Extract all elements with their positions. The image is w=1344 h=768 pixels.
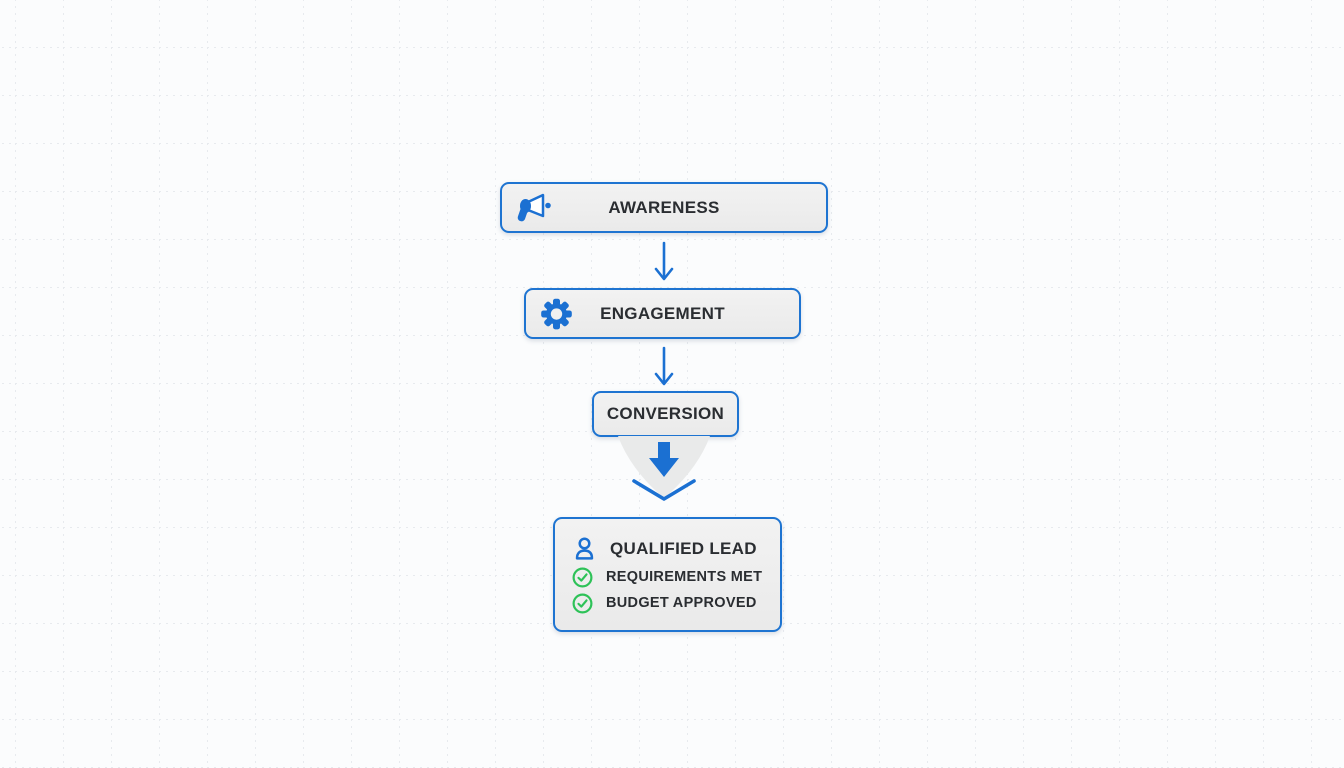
node-qualified-lead[interactable]: QUALIFIED LEAD REQUIREMENTS MET BUDGET A… bbox=[553, 517, 782, 632]
node-label: CONVERSION bbox=[606, 404, 725, 423]
check-circle-icon bbox=[572, 567, 593, 588]
node-label: QUALIFIED LEAD bbox=[610, 538, 757, 558]
qualified-lead-title-row: QUALIFIED LEAD bbox=[572, 536, 766, 562]
node-conversion[interactable]: CONVERSION bbox=[592, 391, 739, 437]
funnel-arrow bbox=[618, 436, 710, 501]
check-row: REQUIREMENTS MET bbox=[572, 567, 766, 588]
check-row: BUDGET APPROVED bbox=[572, 593, 766, 614]
node-label: ENGAGEMENT bbox=[600, 303, 725, 323]
arrow-awareness-to-engagement bbox=[654, 241, 674, 281]
node-label: AWARENESS bbox=[608, 197, 720, 217]
megaphone-icon bbox=[515, 191, 555, 224]
gear-icon bbox=[539, 296, 574, 331]
person-icon bbox=[572, 536, 597, 562]
node-engagement[interactable]: ENGAGEMENT bbox=[524, 288, 801, 339]
check-circle-icon bbox=[572, 593, 593, 614]
node-awareness[interactable]: AWARENESS bbox=[500, 182, 828, 233]
check-label: REQUIREMENTS MET bbox=[606, 569, 763, 585]
check-label: BUDGET APPROVED bbox=[606, 595, 757, 611]
arrow-engagement-to-conversion bbox=[654, 346, 674, 386]
